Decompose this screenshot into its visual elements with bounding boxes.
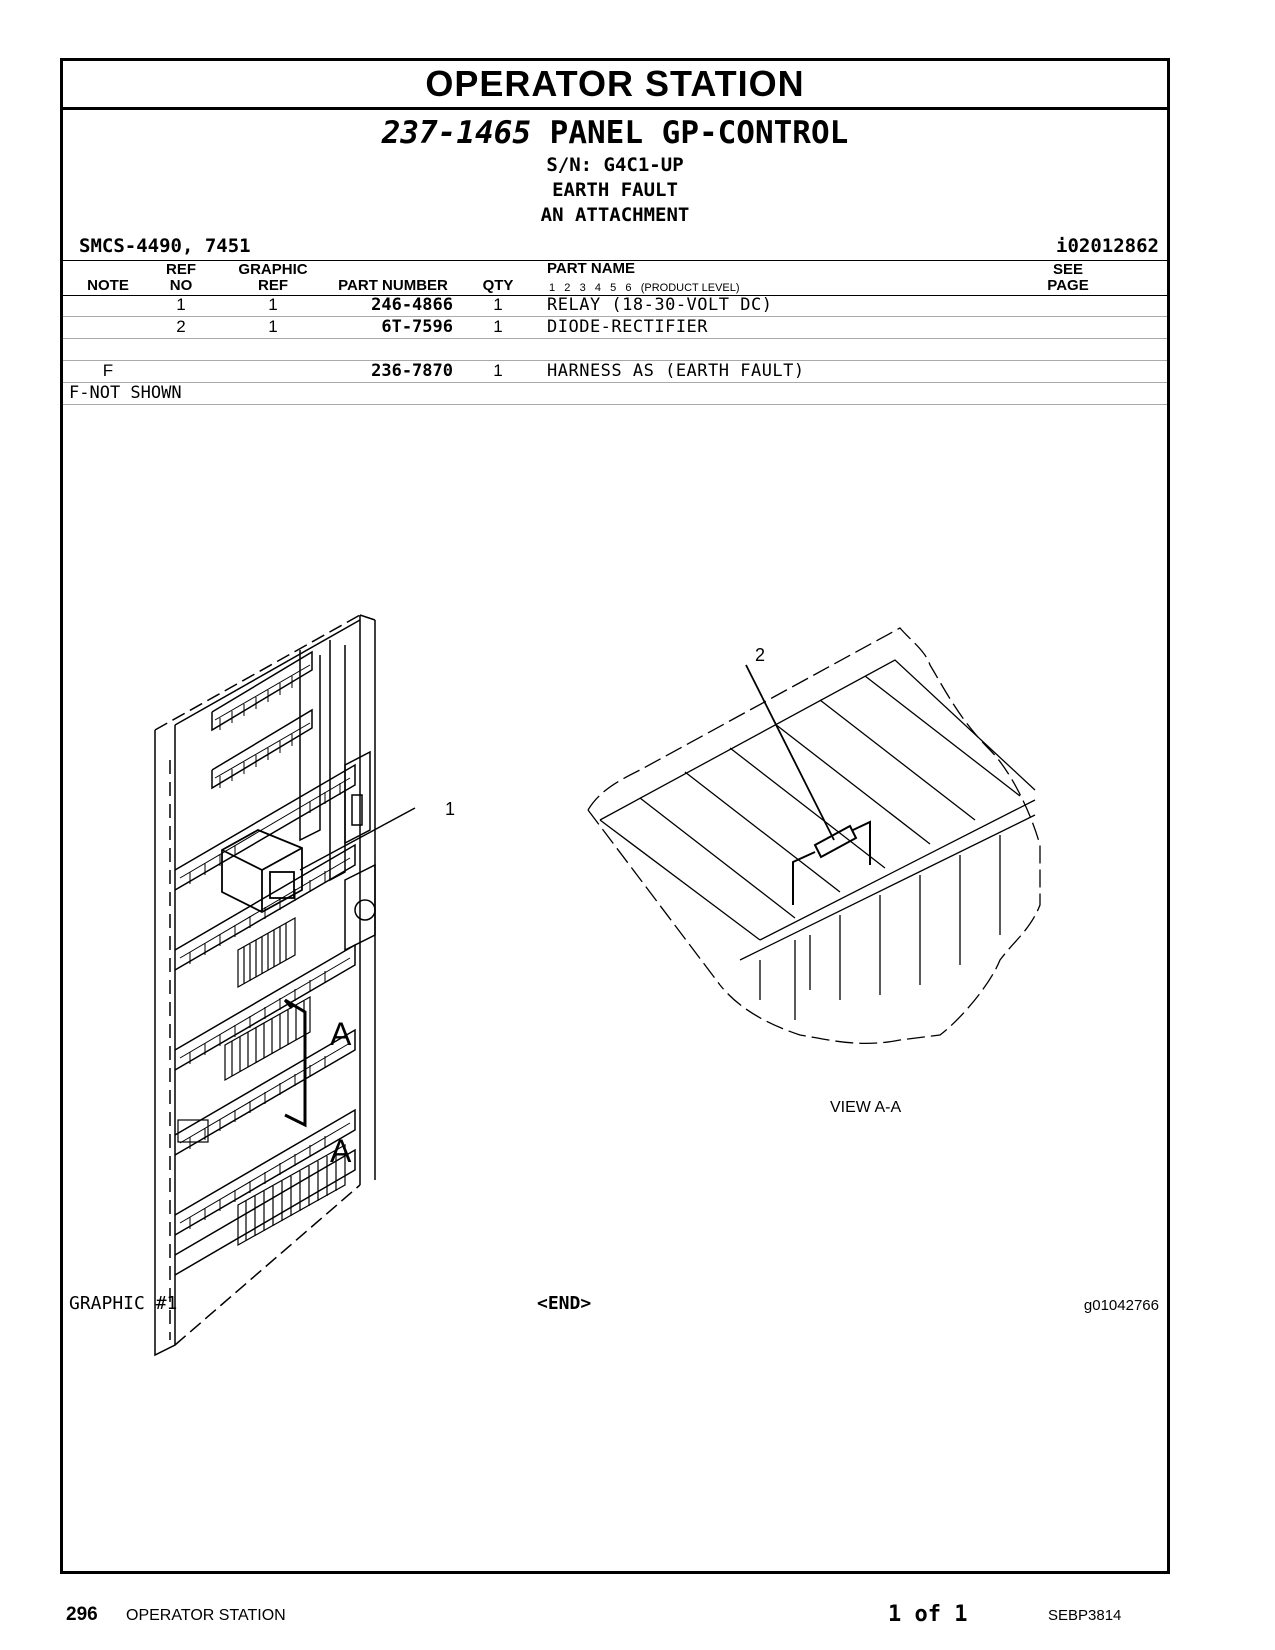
relay-drawing <box>221 829 303 914</box>
terminal-blocks <box>177 916 346 1247</box>
header-see-top: SEE <box>1052 261 1083 278</box>
header-product-levels: 1 2 3 4 5 6 (PRODUCT LEVEL) <box>549 282 740 294</box>
group-title: 237-1465 PANEL GP-CONTROL <box>63 113 1167 153</box>
row-qty: 1 <box>493 295 503 314</box>
serial-range: S/N: G4C1-UP <box>546 154 684 176</box>
row-graphic-ref: 1 <box>268 295 278 314</box>
table-row <box>63 338 1167 361</box>
header-see-bottom: PAGE <box>1047 277 1089 294</box>
section-mark-top: A <box>330 1016 352 1052</box>
header-graphic-bottom: REF <box>258 277 288 294</box>
callout-1: 1 <box>445 799 455 819</box>
page-of: 1 of 1 <box>888 1602 968 1627</box>
table-row: 2 1 6T-7596 1 DIODE-RECTIFIER <box>63 316 1167 339</box>
illustration-id: i02012862 <box>1056 235 1159 257</box>
row-qty: 1 <box>493 361 503 380</box>
header-part-name: PART NAME <box>547 260 636 277</box>
group-subtitle-2: AN ATTACHMENT <box>540 204 690 226</box>
callout-2-leader <box>745 664 835 841</box>
view-label: VIEW A-A <box>830 1099 901 1116</box>
header-note: NOTE <box>87 277 129 294</box>
group-name: PANEL GP-CONTROL <box>549 115 849 151</box>
row-part-number: 6T-7596 <box>381 317 453 337</box>
duct-slots <box>179 664 351 1229</box>
header-ref-bottom: NO <box>169 277 193 294</box>
group-header: 237-1465 PANEL GP-CONTROL S/N: G4C1-UP E… <box>63 113 1167 228</box>
group-part-number: 237-1465 <box>381 115 531 151</box>
page-number: 296 <box>66 1604 98 1625</box>
row-part-number: 236-7870 <box>371 361 453 381</box>
graphic-label: GRAPHIC #1 <box>69 1293 178 1314</box>
row-part-number: 246-4866 <box>371 295 453 315</box>
page-frame: OPERATOR STATION 237-1465 PANEL GP-CONTR… <box>60 58 1170 1574</box>
row-ref: 1 <box>176 295 186 314</box>
section-line <box>283 998 307 1128</box>
footer-page-title: OPERATOR STATION <box>126 1607 286 1624</box>
control-panel-drawing <box>154 614 416 1357</box>
table-row: 1 1 246-4866 1 RELAY (18-30-VOLT DC) <box>63 294 1167 317</box>
footnote: F-NOT SHOWN <box>69 383 182 403</box>
header-qty: QTY <box>482 277 514 294</box>
callout-2: 2 <box>755 645 765 665</box>
row-part-name: DIODE-RECTIFIER <box>547 317 709 337</box>
header-part-number: PART NUMBER <box>338 277 448 294</box>
end-marker: <END> <box>537 1293 592 1314</box>
diode-drawing <box>792 820 871 905</box>
row-part-name: RELAY (18-30-VOLT DC) <box>547 295 773 315</box>
section-title: OPERATOR STATION <box>63 61 1167 110</box>
document-number: SEBP3814 <box>1048 1607 1122 1624</box>
row-graphic-ref: 1 <box>268 317 278 336</box>
table-row: F 236-7870 1 HARNESS AS (EARTH FAULT) <box>63 360 1167 383</box>
row-ref: 2 <box>176 317 186 336</box>
section-mark-bottom: A <box>330 1133 352 1169</box>
callout-1-leader <box>299 807 416 871</box>
graphic-id: g01042766 <box>1083 1297 1159 1314</box>
row-qty: 1 <box>493 317 503 336</box>
table-header: NOTE REF NO GRAPHIC REF PART NUMBER QTY … <box>63 260 1167 296</box>
footnote-rule <box>63 382 1167 405</box>
row-note: F <box>102 361 114 380</box>
row-part-name: HARNESS AS (EARTH FAULT) <box>547 361 805 381</box>
header-graphic-top: GRAPHIC <box>238 261 308 278</box>
smcs-code: SMCS-4490, 7451 <box>79 235 251 257</box>
header-ref-top: REF <box>166 261 196 278</box>
group-subtitle-1: EARTH FAULT <box>552 179 678 201</box>
diode-view-drawing <box>587 627 1041 1045</box>
